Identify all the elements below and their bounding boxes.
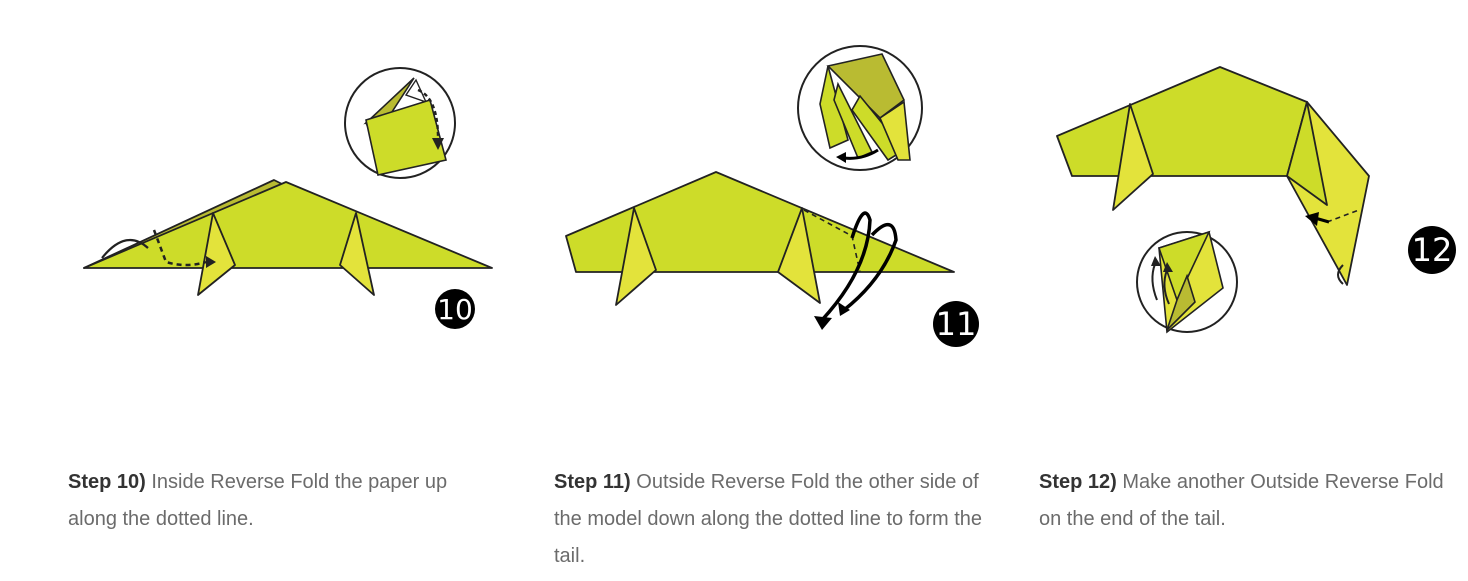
step-11: 11 Step 11) Outside Reverse Fold the oth…	[552, 0, 1022, 581]
step-10-number: 10	[437, 293, 473, 326]
step-10-label: Step 10)	[68, 471, 146, 493]
body-shape	[83, 181, 493, 269]
step-10-magnifier	[344, 67, 456, 179]
step-10-number-badge: 10	[435, 289, 475, 329]
step-12-diagram: 12	[1056, 66, 1456, 334]
step-11-text: Outside Reverse Fold the other side of t…	[554, 471, 983, 567]
step-12-caption: Step 12) Make another Outside Reverse Fo…	[1039, 464, 1468, 538]
step-12-magnifier	[1136, 230, 1238, 334]
step-11-label: Step 11)	[554, 471, 631, 493]
back-leg-shape	[777, 207, 821, 304]
step-11-diagram: 11	[565, 45, 979, 347]
front-leg-shape	[197, 212, 236, 296]
step-12-label: Step 12)	[1039, 471, 1117, 493]
step-12-number: 12	[1412, 231, 1453, 269]
step-10-caption: Step 10) Inside Reverse Fold the paper u…	[68, 464, 498, 538]
step-12: 12 Step 12) Make another Outside Reverse…	[1037, 0, 1468, 581]
front-leg-shape	[1112, 103, 1154, 211]
step-11-caption: Step 11) Outside Reverse Fold the other …	[554, 464, 984, 575]
step-10-text: Inside Reverse Fold the paper up along t…	[68, 471, 448, 530]
back-leg-shape	[339, 212, 375, 296]
step-10: 10 Step 10) Inside Reverse Fold the pape…	[66, 0, 536, 581]
step-11-number-badge: 11	[933, 301, 979, 347]
step-11-magnifier	[797, 45, 923, 171]
step-12-number-badge: 12	[1408, 226, 1456, 274]
step-11-number: 11	[936, 305, 977, 343]
front-leg-shape	[615, 207, 657, 306]
step-10-diagram: 10	[83, 67, 493, 329]
step-12-text: Make another Outside Reverse Fold on the…	[1039, 471, 1444, 530]
body-shape	[565, 171, 955, 273]
